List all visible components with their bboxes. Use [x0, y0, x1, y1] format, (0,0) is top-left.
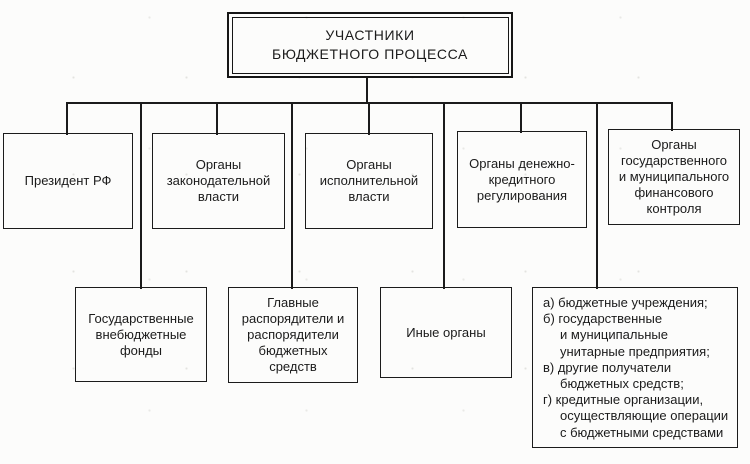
node-other-bodies: Иные органы — [380, 287, 512, 378]
connector-drop-fin-control — [671, 102, 673, 131]
node-legislative-bodies: Органы законодательной власти — [152, 133, 285, 229]
node-title-participants: УЧАСТНИКИ БЮДЖЕТНОГО ПРОЦЕССА — [227, 12, 513, 78]
node-label: Органы исполнительной власти — [319, 157, 419, 204]
node-executive-bodies: Органы исполнительной власти — [305, 133, 433, 229]
node-label: Иные органы — [406, 324, 486, 340]
node-label: Главные распорядители и распорядители бю… — [241, 295, 345, 374]
node-label: Органы законодательной власти — [166, 157, 271, 204]
connector-drop-administrators — [291, 102, 293, 289]
connector-drop-monetary — [520, 102, 522, 133]
list-item: в) другие получатели бюджетных средств; — [543, 359, 684, 392]
node-label: Органы государственного и муниципального… — [618, 137, 730, 216]
connector-drop-president — [66, 102, 68, 135]
connector-drop-extrabudget-funds — [140, 102, 142, 289]
node-president-rf: Президент РФ — [3, 133, 133, 229]
node-label: Государственные внебюджетные фонды — [88, 310, 194, 358]
list-item: б) государственные и муниципальные унита… — [543, 311, 710, 359]
connector-drop-legislative — [216, 102, 218, 135]
list-item: а) бюджетные учреждения; — [543, 295, 708, 310]
connector-drop-executive — [368, 102, 370, 135]
node-title-inner-border: УЧАСТНИКИ БЮДЖЕТНОГО ПРОЦЕССА — [231, 16, 509, 74]
connector-drop-recipients-list — [596, 102, 598, 289]
node-label: Президент РФ — [24, 173, 112, 188]
node-financial-control-bodies: Органы государственного и муниципального… — [608, 129, 740, 225]
node-extrabudget-funds: Государственные внебюджетные фонды — [75, 287, 207, 382]
node-monetary-regulation-bodies: Органы денежно- кредитного регулирования — [457, 131, 587, 228]
connector-title-drop — [366, 77, 368, 104]
list-item: г) кредитные организации, осуществляющие… — [543, 392, 729, 440]
node-budget-administrators: Главные распорядители и распорядители бю… — [228, 287, 358, 383]
node-label: Органы денежно- кредитного регулирования — [469, 155, 575, 203]
node-recipients-list: а) бюджетные учреждения; б) государствен… — [532, 287, 738, 448]
connector-drop-other-bodies — [443, 102, 445, 289]
diagram-title: УЧАСТНИКИ БЮДЖЕТНОГО ПРОЦЕССА — [272, 27, 468, 62]
